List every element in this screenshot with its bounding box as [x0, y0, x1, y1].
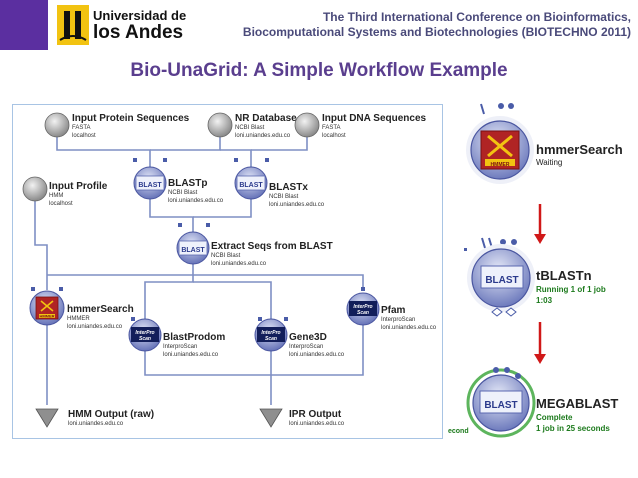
extract-seqs-node[interactable] [176, 231, 210, 265]
blastprodom-node[interactable] [128, 318, 162, 352]
blastp-label: BLASTp NCBI Blast loni.uniandes.edu.co [168, 178, 224, 204]
running-node[interactable] [464, 237, 535, 317]
university-logo [0, 0, 89, 50]
gene3d-icon-label-1: InterPro [261, 330, 280, 336]
slide-header: Universidad de los Andes The Third Inter… [0, 0, 638, 50]
pfam-node[interactable] [346, 292, 380, 326]
status-name-1: hmmerSearch [536, 142, 623, 157]
input-protein-sequences-node[interactable] [44, 112, 70, 138]
blastx-icon-label: BLAST [239, 182, 263, 189]
blastprodom-icon-label-2: Scan [139, 336, 151, 342]
side-blast-icon-label-2: BLAST [484, 400, 517, 411]
arrow-1-head [534, 234, 546, 244]
nr-database-label: NR Database NCBI Blast loni.uniandes.edu… [235, 113, 297, 139]
status-fragment: econd [448, 428, 469, 435]
status-graphics: HMMER BLAST BLAST [464, 103, 546, 438]
blastprodom-label: BlastProdom InterproScan loni.uniandes.e… [163, 332, 226, 358]
waiting-node[interactable] [466, 103, 534, 184]
workflow-graph: BLAST BLAST BLAST HMMER InterPro Scan In… [22, 112, 380, 428]
blastprodom-icon-label-1: InterPro [135, 330, 154, 336]
gene3d-node[interactable] [254, 318, 288, 352]
input-dna-label: Input DNA Sequences FASTA localhost [322, 113, 427, 139]
hmmer-icon-label: HMMER [39, 314, 54, 319]
ipr-output-label: IPR Output loni.uniandes.edu.co [289, 409, 345, 427]
status-line-3a: Complete [536, 413, 573, 422]
hmm-output-node[interactable] [35, 408, 59, 428]
conference-title-line2: Biocomputational Systems and Biotechnolo… [242, 25, 631, 39]
pfam-icon-label-1: InterPro [353, 304, 372, 310]
extract-icon-label: BLAST [181, 247, 205, 254]
port-markers [31, 158, 365, 321]
hmmersearch-node[interactable] [29, 290, 65, 326]
arrow-2-head [534, 354, 546, 364]
side-hmmer-icon-label: HMMER [491, 162, 510, 168]
input-profile-node[interactable] [22, 176, 48, 202]
input-protein-label: Input Protein Sequences FASTA localhost [72, 113, 190, 139]
blastp-icon-label: BLAST [138, 182, 162, 189]
extract-label: Extract Seqs from BLAST NCBI Blast loni.… [211, 241, 333, 267]
status-line-1: Waiting [536, 158, 563, 167]
status-line-2a: Running 1 of 1 job [536, 285, 606, 294]
pfam-icon-label-2: Scan [357, 310, 369, 316]
nr-database-node[interactable] [207, 112, 233, 138]
input-profile-label: Input Profile HMM localhost [49, 181, 108, 207]
hmm-output-label: HMM Output (raw) loni.uniandes.edu.co [68, 409, 155, 427]
blastp-node[interactable] [133, 166, 167, 200]
ipr-output-node[interactable] [259, 408, 283, 428]
side-blast-icon-label-1: BLAST [485, 275, 518, 286]
workflow-panel: BLAST BLAST BLAST HMMER InterPro Scan In… [12, 104, 443, 439]
complete-node[interactable] [466, 367, 536, 438]
pfam-label: Pfam InterproScan loni.uniandes.edu.co [381, 305, 437, 331]
status-name-3: MEGABLAST [536, 396, 619, 411]
hmmersearch-label: hmmerSearch HMMER loni.uniandes.edu.co [67, 304, 134, 330]
blastx-label: BLASTx NCBI Blast loni.uniandes.edu.co [269, 182, 325, 208]
logo-line2: los Andes [93, 22, 184, 43]
gene3d-icon-label-2: Scan [265, 336, 277, 342]
status-examples: HMMER BLAST BLAST hmmerSearch Waiting tB… [448, 100, 638, 440]
input-dna-sequences-node[interactable] [294, 112, 320, 138]
status-name-2: tBLASTn [536, 268, 592, 283]
status-line-2b: 1:03 [536, 296, 553, 305]
conference-title-line1: The Third International Conference on Bi… [322, 10, 631, 24]
status-line-3b: 1 job in 25 seconds [536, 424, 610, 433]
blastx-node[interactable] [234, 166, 268, 200]
connector-lines [34, 135, 364, 405]
gene3d-label: Gene3D InterproScan loni.uniandes.edu.co [289, 332, 345, 358]
logo-line1: Universidad de [93, 8, 187, 23]
slide-title: Bio-UnaGrid: A Simple Workflow Example [130, 60, 508, 81]
